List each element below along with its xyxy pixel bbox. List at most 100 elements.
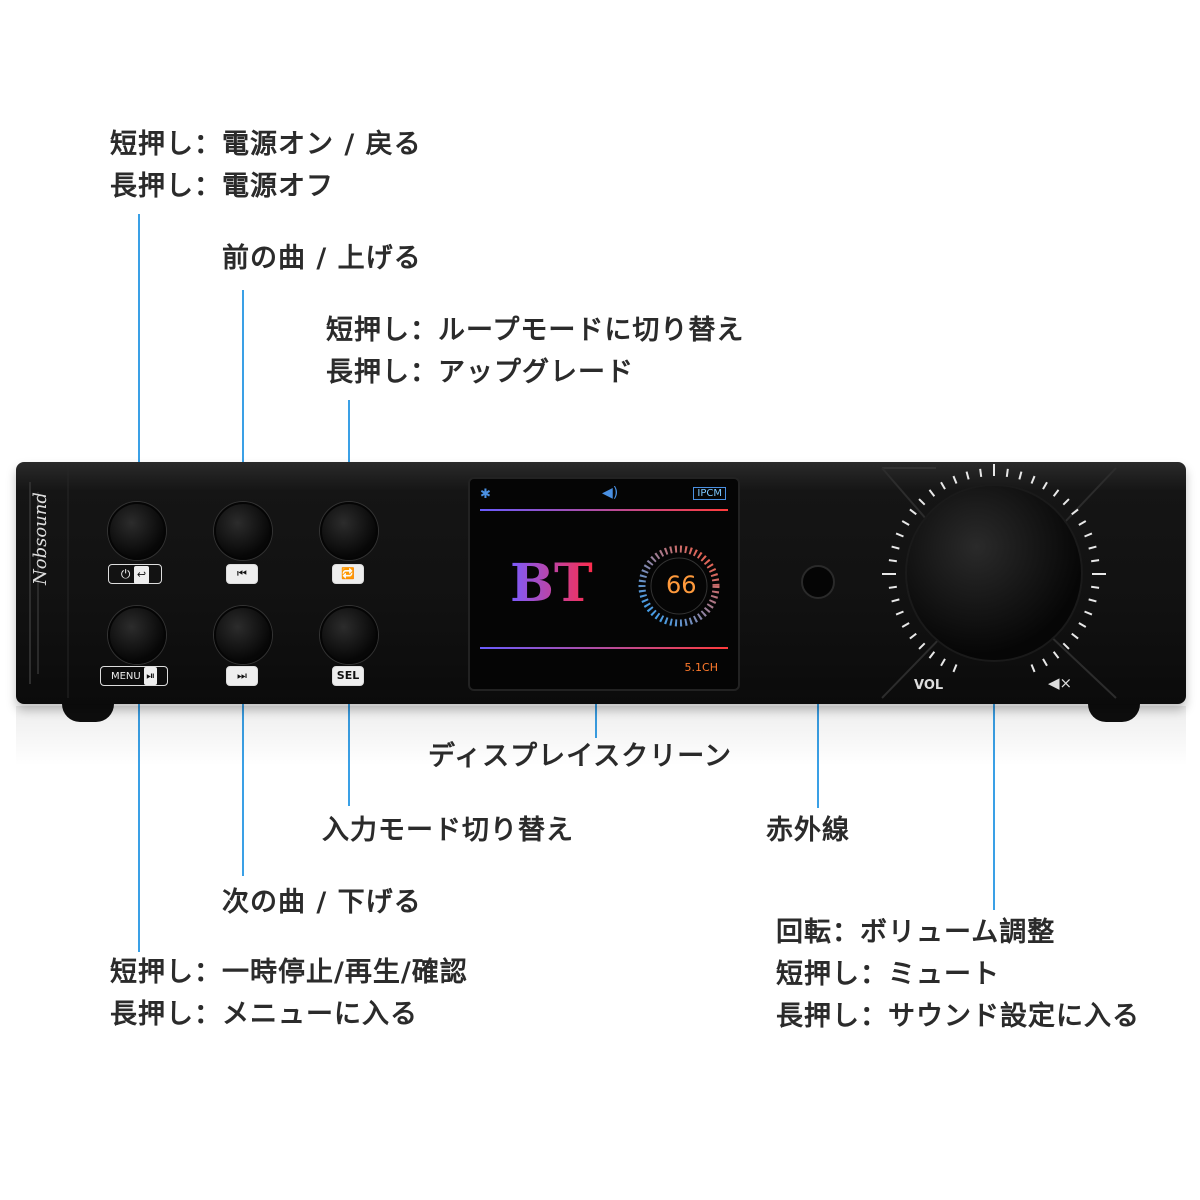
display-label: ディスプレイスクリーン xyxy=(428,736,732,778)
brand-logo: Nobsound xyxy=(30,492,51,585)
menu-label-line2: 長押し：メニューに入る xyxy=(110,999,418,1030)
bluetooth-icon: ✱ xyxy=(480,487,491,502)
prev-button[interactable] xyxy=(214,502,272,560)
knob-label-line1: 回転：ボリューム調整 xyxy=(776,917,1056,948)
knob-tick xyxy=(940,658,946,667)
knob-tick xyxy=(1091,585,1100,589)
knob-tick xyxy=(928,651,936,659)
next-button[interactable] xyxy=(214,606,272,664)
ir-sensor xyxy=(801,565,835,599)
menu-button[interactable] xyxy=(108,606,166,664)
knob-tick xyxy=(1078,520,1087,526)
knob-tick xyxy=(952,664,958,673)
knob-tick xyxy=(940,481,946,490)
knob-tick xyxy=(909,508,917,516)
knob-tick xyxy=(1062,642,1070,650)
volume-value: 66 xyxy=(666,571,697,599)
mute-icon: ◀× xyxy=(1048,674,1073,692)
menu-label-line1: 短押し：一時停止/再生/確認 xyxy=(110,957,468,988)
knob-tick xyxy=(928,489,936,497)
knob-tick xyxy=(891,545,900,550)
prev-tag: ⏮ xyxy=(226,564,258,584)
input-select-button[interactable] xyxy=(320,606,378,664)
knob-tick xyxy=(1062,498,1070,506)
input-label-text: 入力モード切り替え xyxy=(322,815,574,846)
knob-tick xyxy=(888,585,897,589)
input-button-label: 入力モード切り替え xyxy=(322,810,574,852)
knob-tick xyxy=(1042,481,1048,490)
power-callout-line xyxy=(138,214,140,488)
repeat-icon: 🔁 xyxy=(341,567,355,580)
loop-button-label: 短押し：ループモードに切り替え 長押し：アップグレード xyxy=(326,310,744,394)
loop-tag: 🔁 xyxy=(332,564,364,584)
knob-tick xyxy=(895,532,904,538)
rewind-icon: ⏮ xyxy=(237,567,247,580)
knob-label-line2: 短押し：ミュート xyxy=(776,959,1000,990)
knob-tick xyxy=(1030,664,1036,673)
prev-callout-line xyxy=(242,290,244,488)
knob-tick xyxy=(888,559,897,563)
knob-tick xyxy=(1052,651,1060,659)
next-label-text: 次の曲 / 下げる xyxy=(222,887,422,918)
prev-label-text: 前の曲 / 上げる xyxy=(222,243,422,274)
knob-tick xyxy=(895,610,904,616)
knob-tick xyxy=(952,475,958,484)
knob-tick xyxy=(979,468,983,477)
knob-label: 回転：ボリューム調整 短押し：ミュート 長押し：サウンド設定に入る xyxy=(776,912,1140,1038)
knob-tick xyxy=(891,598,900,603)
knob-tick xyxy=(1018,471,1023,480)
power-label-line2: 長押し：電源オフ xyxy=(110,171,334,202)
knob-tick xyxy=(1084,610,1093,616)
play-pause-icon: ⏯ xyxy=(144,667,158,685)
knob-tick xyxy=(1088,545,1097,550)
loop-button[interactable] xyxy=(320,502,378,560)
ir-label-text: 赤外線 xyxy=(766,815,850,846)
knob-tick xyxy=(1052,489,1060,497)
ir-callout-line xyxy=(817,604,819,808)
knob-tick xyxy=(1005,468,1009,477)
knob-tick xyxy=(901,520,910,526)
menu-tag-text: MENU xyxy=(110,671,141,682)
knob-tick xyxy=(918,498,926,506)
right-foot xyxy=(1088,700,1140,722)
sel-tag: SEL xyxy=(332,666,364,686)
next-button-label: 次の曲 / 下げる xyxy=(222,882,422,924)
volume-knob[interactable] xyxy=(907,486,1081,660)
volume-gauge xyxy=(638,545,720,627)
left-foot xyxy=(62,700,114,722)
power-icon: ⏻ xyxy=(120,567,131,581)
input-callout-line xyxy=(348,698,350,806)
back-icon: ↩ xyxy=(133,566,150,584)
knob-tick xyxy=(909,632,917,640)
knob-tick xyxy=(965,471,970,480)
knob-tick xyxy=(1078,622,1087,628)
menu-button-label: 短押し：一時停止/再生/確認 長押し：メニューに入る xyxy=(110,952,468,1036)
knob-tick xyxy=(1071,508,1079,516)
device-reflection xyxy=(16,706,1186,766)
menu-play-tag: MENU ⏯ xyxy=(100,666,168,686)
prev-button-label: 前の曲 / 上げる xyxy=(222,238,422,280)
sel-tag-text: SEL xyxy=(336,669,360,682)
knob-tick xyxy=(901,622,910,628)
knob-tick xyxy=(1030,475,1036,484)
loop-label-line1: 短押し：ループモードに切り替え xyxy=(326,315,745,346)
display-label-text: ディスプレイスクリーン xyxy=(428,736,732,778)
knob-tick xyxy=(1084,532,1093,538)
format-badge: IPCM xyxy=(693,487,726,500)
menu-callout-line xyxy=(138,698,140,952)
channel-text: 5.1CH xyxy=(684,661,718,674)
display-callout-line xyxy=(595,674,597,738)
next-tag: ⏭ xyxy=(226,666,258,686)
source-text: BT xyxy=(510,553,593,614)
display-screen: ✱ ◀) IPCM BT 66 5.1CH xyxy=(468,477,740,691)
knob-callout-line xyxy=(993,698,995,910)
power-back-tag: ⏻ ↩ xyxy=(108,564,162,584)
knob-tick xyxy=(1042,658,1048,667)
knob-tick xyxy=(918,642,926,650)
ir-label: 赤外線 xyxy=(766,810,850,852)
power-button[interactable] xyxy=(108,502,166,560)
knob-tick xyxy=(1088,598,1097,603)
vol-label: VOL xyxy=(914,678,944,693)
knob-tick-ring xyxy=(882,464,1106,673)
knob-tick xyxy=(1071,632,1079,640)
